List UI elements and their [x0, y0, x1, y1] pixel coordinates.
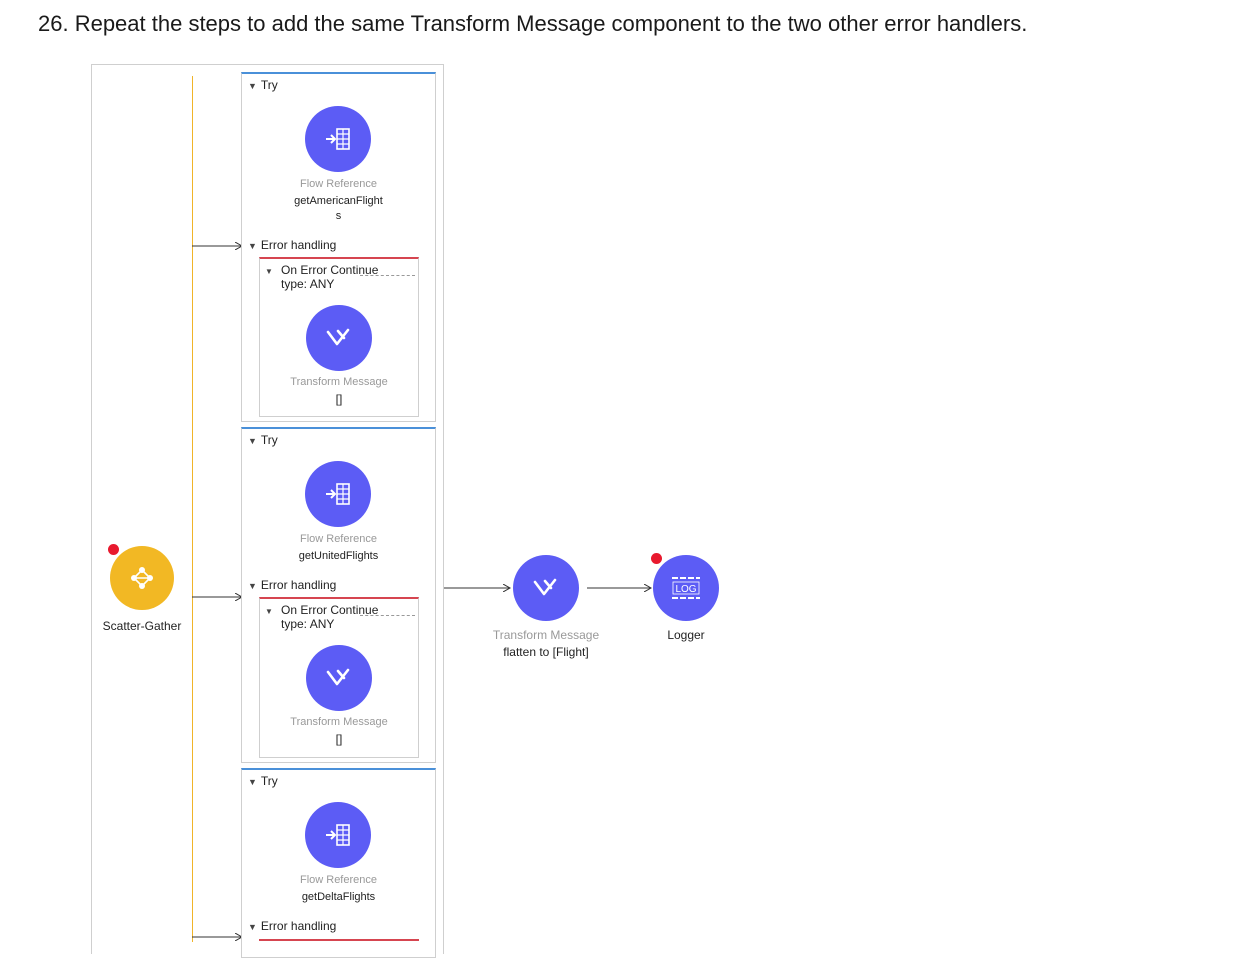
try-scope-2[interactable]: ▼Try Flow Reference getUnitedFlights ▼Er…: [241, 427, 436, 763]
error-handling-label[interactable]: ▼Error handling: [248, 919, 337, 933]
on-error-type: type: ANY: [281, 277, 335, 291]
on-error-type: type: ANY: [281, 617, 335, 631]
scatter-gather-label: Scatter-Gather: [102, 619, 182, 633]
flow-reference-type: Flow Reference: [299, 874, 378, 886]
collapse-triangle-icon[interactable]: ▼: [265, 267, 273, 276]
transform-message-component[interactable]: [306, 305, 372, 371]
logger-component[interactable]: LOG: [653, 555, 719, 621]
transform-message-component[interactable]: [513, 555, 579, 621]
logger-label: Logger: [667, 628, 705, 642]
instruction-heading: 26. Repeat the steps to add the same Tra…: [38, 11, 1028, 36]
route-arrows: [192, 236, 252, 946]
transform-message-type: Transform Message: [492, 628, 600, 642]
flow-reference-component[interactable]: [305, 802, 371, 868]
flow-reference-name: getDeltaFlights: [301, 891, 376, 903]
on-error-title: On Error Continue: [281, 263, 379, 277]
flow-reference-name: getUnitedFlights: [298, 550, 379, 562]
flow-arrows: [444, 580, 659, 600]
scatter-gather-panel: [91, 64, 444, 954]
flow-reference-icon: [326, 483, 350, 505]
try-scope-1[interactable]: ▼Try Flow Reference getAmericanFlight s …: [241, 72, 436, 422]
flow-reference-component[interactable]: [305, 106, 371, 172]
flow-reference-type: Flow Reference: [299, 533, 378, 545]
breakpoint-icon[interactable]: [108, 544, 119, 555]
error-handling-label[interactable]: ▼Error handling: [248, 578, 337, 592]
flow-reference-name: getAmericanFlight: [294, 195, 383, 207]
error-handling-label[interactable]: ▼Error handling: [248, 238, 337, 252]
flow-reference-type: Flow Reference: [299, 178, 378, 190]
transform-message-type: Transform Message: [290, 376, 388, 388]
transform-message-value: []: [335, 392, 343, 406]
transform-message-type: Transform Message: [290, 716, 388, 728]
on-error-continue-scope[interactable]: ▼ On Error Continue type: ANY Transform …: [259, 257, 419, 417]
dashed-divider: [360, 275, 415, 276]
transform-message-icon: [326, 668, 350, 686]
flow-reference-icon: [326, 824, 350, 846]
transform-message-component[interactable]: [306, 645, 372, 711]
try-label[interactable]: ▼Try: [248, 433, 278, 447]
logger-icon: LOG: [672, 577, 700, 599]
flow-reference-component[interactable]: [305, 461, 371, 527]
transform-message-icon: [533, 578, 557, 596]
try-label[interactable]: ▼Try: [248, 78, 278, 92]
svg-text:LOG: LOG: [675, 584, 696, 595]
collapse-triangle-icon[interactable]: ▼: [265, 607, 273, 616]
route-line: [192, 76, 193, 942]
transform-message-value: []: [335, 732, 343, 746]
try-label[interactable]: ▼Try: [248, 774, 278, 788]
scatter-gather-icon: [131, 567, 153, 589]
scatter-gather-component[interactable]: [110, 546, 174, 610]
flow-reference-icon: [326, 128, 350, 150]
breakpoint-icon[interactable]: [651, 553, 662, 564]
on-error-continue-scope[interactable]: ▼ On Error Continue type: ANY Transform …: [259, 597, 419, 758]
dashed-divider: [360, 615, 415, 616]
try-scope-3[interactable]: ▼Try Flow Reference getDeltaFlights ▼Err…: [241, 768, 436, 958]
error-scope-top-border: [259, 939, 419, 941]
transform-message-icon: [326, 328, 350, 346]
transform-message-name: flatten to [Flight]: [503, 645, 589, 659]
on-error-title: On Error Continue: [281, 603, 379, 617]
flow-reference-name-wrap: s: [335, 210, 342, 222]
